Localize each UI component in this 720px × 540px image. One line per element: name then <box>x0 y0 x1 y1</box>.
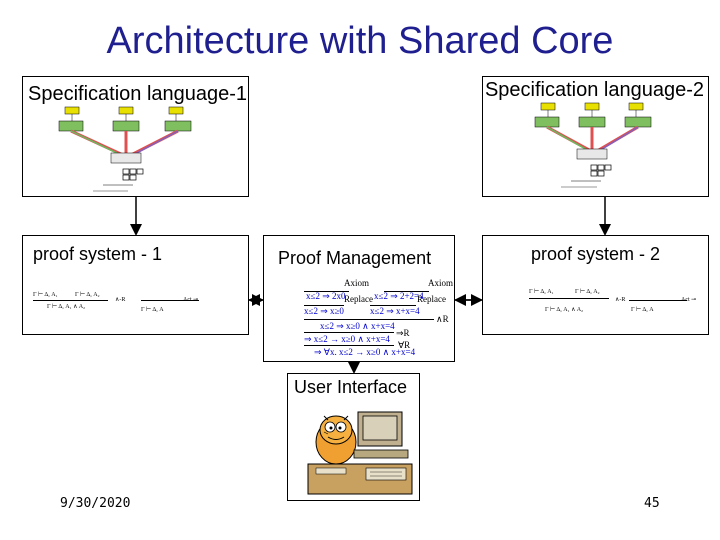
pm-axiom-1-line <box>304 291 349 292</box>
proof1-sequent-a: Γ ⊢ Δ, A₁ <box>33 292 58 298</box>
pm-line-4: x≤2 ⇒ x+x=4 <box>370 306 420 316</box>
proof1-act: Act ⊸ <box>183 297 199 303</box>
pm-implies-line <box>304 332 394 333</box>
footer-page-number: 45 <box>644 496 660 511</box>
pm-line-1: x≤2 ⇒ 2x0 <box>306 291 346 301</box>
pm-line-2: x≤2 ⇒ 2+2=4 <box>374 291 424 301</box>
pm-axiom-2: Axiom <box>428 278 454 288</box>
pm-replace-1: Replace <box>344 294 373 304</box>
pm-axiom-1: Axiom <box>344 278 370 288</box>
proof1-sequent-b: Γ ⊢ Δ, A₂ <box>75 292 100 298</box>
pm-line-5: x≤2 ⇒ x≥0 ∧ x+x=4 <box>320 321 395 331</box>
user-interface-label: User Interface <box>294 377 408 397</box>
pm-rule-implies: ⇒R <box>396 328 410 338</box>
pm-line-7: ⇒ ∀x. x≤2 → x≥0 ∧ x+x=4 <box>314 347 416 357</box>
proof2-sequent-a: Γ ⊢ Δ, A₁ <box>529 289 554 295</box>
proof2-rule: ∧-R <box>615 297 626 303</box>
pm-forall-line <box>304 345 394 346</box>
spec-language-1-box: Specification language-1 <box>22 76 249 197</box>
spec-language-2-box: Specification language-2 <box>482 76 709 197</box>
user-interface-box: User Interface <box>287 373 420 501</box>
pm-replace-1-line <box>304 305 344 306</box>
proof2-inference-line <box>529 298 609 299</box>
pm-rule-and: ∧R <box>436 314 449 324</box>
proof2-sequent-d: Γ ⊢ Δ, A <box>631 307 654 313</box>
proof-system-2-box: proof system - 2 Γ ⊢ Δ, A₁ Γ ⊢ Δ, A₂ Γ ⊢… <box>482 235 709 335</box>
pm-line-6: ⇒ x≤2 → x≥0 ∧ x+x=4 <box>304 334 390 344</box>
cartoon-cat-at-computer-illustration <box>307 411 413 495</box>
spec-2-structure-diagram <box>534 102 652 188</box>
proof2-act: Act ⊸ <box>681 297 697 303</box>
proof1-sequent-c: Γ ⊢ Δ, A₁ ∧ A₂ <box>47 304 86 310</box>
proof1-sequent-d: Γ ⊢ Δ, A <box>141 307 164 313</box>
spec-language-2-label: Specification language-2 <box>484 79 704 101</box>
proof2-act-line <box>629 300 687 301</box>
slide-title: Architecture with Shared Core <box>106 20 614 62</box>
proof1-rule: ∧-R <box>115 297 126 303</box>
pm-replace-2-line <box>370 305 416 306</box>
proof1-act-line <box>141 300 199 301</box>
proof1-inference-line <box>33 300 108 301</box>
proof-system-2-label: proof system - 2 <box>531 244 661 264</box>
spec-language-1-label: Specification language-1 <box>28 83 248 105</box>
pm-axiom-2-line <box>384 291 429 292</box>
pm-rule-forall: ∀R <box>398 340 411 350</box>
proof2-sequent-c: Γ ⊢ Δ, A₁ ∧ A₂ <box>545 307 584 313</box>
proof2-sequent-b: Γ ⊢ Δ, A₂ <box>575 289 600 295</box>
proof-management-box: Proof Management Axiom Axiom x≤2 ⇒ 2x0 x… <box>263 235 455 362</box>
proof-management-label: Proof Management <box>278 248 432 268</box>
pm-line-3: x≤2 ⇒ x≥0 <box>304 306 344 316</box>
proof-system-1-label: proof system - 1 <box>33 244 163 264</box>
spec-1-structure-diagram <box>58 106 192 192</box>
proof-system-1-box: proof system - 1 Γ ⊢ Δ, A₁ Γ ⊢ Δ, A₂ Γ ⊢… <box>22 235 249 335</box>
pm-replace-2: Replace <box>417 294 446 304</box>
pm-and-line <box>304 319 434 320</box>
footer-date: 9/30/2020 <box>60 496 131 511</box>
